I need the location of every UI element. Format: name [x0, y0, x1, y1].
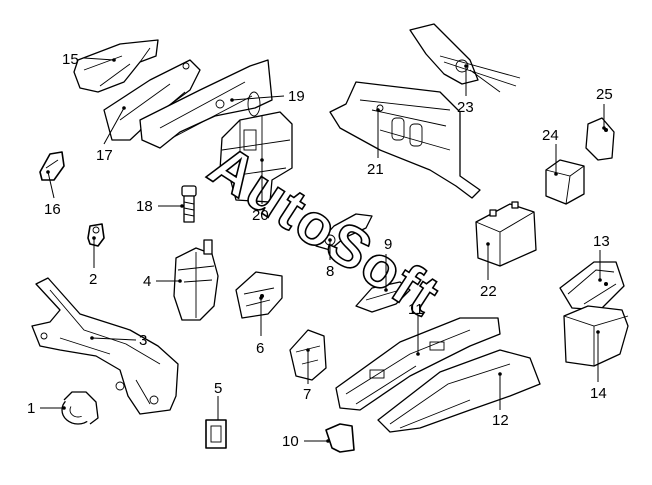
leader-lines — [40, 57, 606, 443]
callout-6: 6 — [256, 340, 264, 357]
part-side-rail[interactable] — [335, 317, 501, 411]
part-battery-cover[interactable] — [559, 261, 625, 311]
callout-11: 11 — [408, 301, 424, 318]
part-clip[interactable] — [87, 223, 105, 247]
callout-9: 9 — [384, 236, 392, 253]
part-battery-bracket[interactable] — [545, 159, 585, 205]
callout-23: 23 — [457, 99, 474, 116]
part-engine-mount[interactable] — [235, 271, 283, 319]
callout-19: 19 — [288, 88, 305, 105]
callout-14: 14 — [590, 385, 607, 402]
part-terminal-plate[interactable] — [585, 117, 615, 161]
callout-2: 2 — [89, 271, 97, 288]
callout-labels: 15 17 19 20 16 18 2 3 4 5 6 1 7 8 9 10 1… — [27, 51, 613, 450]
callout-3: 3 — [139, 332, 147, 349]
part-horn[interactable] — [61, 391, 99, 425]
part-bolt[interactable] — [181, 185, 197, 223]
part-reservoir[interactable] — [173, 239, 219, 321]
part-lever-plate[interactable] — [355, 281, 411, 313]
callout-18: 18 — [136, 198, 153, 215]
part-small-bracket[interactable] — [39, 151, 65, 181]
part-gasket[interactable] — [205, 419, 227, 449]
callout-5: 5 — [214, 380, 222, 397]
part-battery[interactable] — [475, 201, 537, 267]
callout-7: 7 — [303, 386, 311, 403]
callout-4: 4 — [143, 273, 151, 290]
part-firewall-panel[interactable] — [329, 81, 481, 199]
callout-24: 24 — [542, 127, 559, 144]
part-clamp[interactable] — [325, 423, 355, 453]
callout-16: 16 — [44, 201, 61, 218]
callout-17: 17 — [96, 147, 113, 164]
callout-1: 1 — [27, 400, 35, 417]
callout-12: 12 — [492, 412, 509, 429]
callout-10: 10 — [282, 433, 299, 450]
part-fender-left[interactable] — [73, 39, 159, 93]
callout-15: 15 — [62, 51, 79, 68]
part-fender-right[interactable] — [139, 59, 273, 149]
callout-22: 22 — [480, 283, 497, 300]
callout-8: 8 — [326, 263, 334, 280]
callout-20: 20 — [252, 207, 269, 224]
callout-13: 13 — [593, 233, 610, 250]
part-battery-tray[interactable] — [563, 305, 629, 367]
callout-25: 25 — [596, 86, 613, 103]
part-wiper-linkage[interactable] — [409, 23, 521, 93]
part-lower-rail[interactable] — [377, 349, 541, 433]
part-subframe[interactable] — [31, 277, 179, 415]
part-bracket-assembly[interactable] — [219, 91, 293, 203]
callout-21: 21 — [367, 161, 384, 178]
